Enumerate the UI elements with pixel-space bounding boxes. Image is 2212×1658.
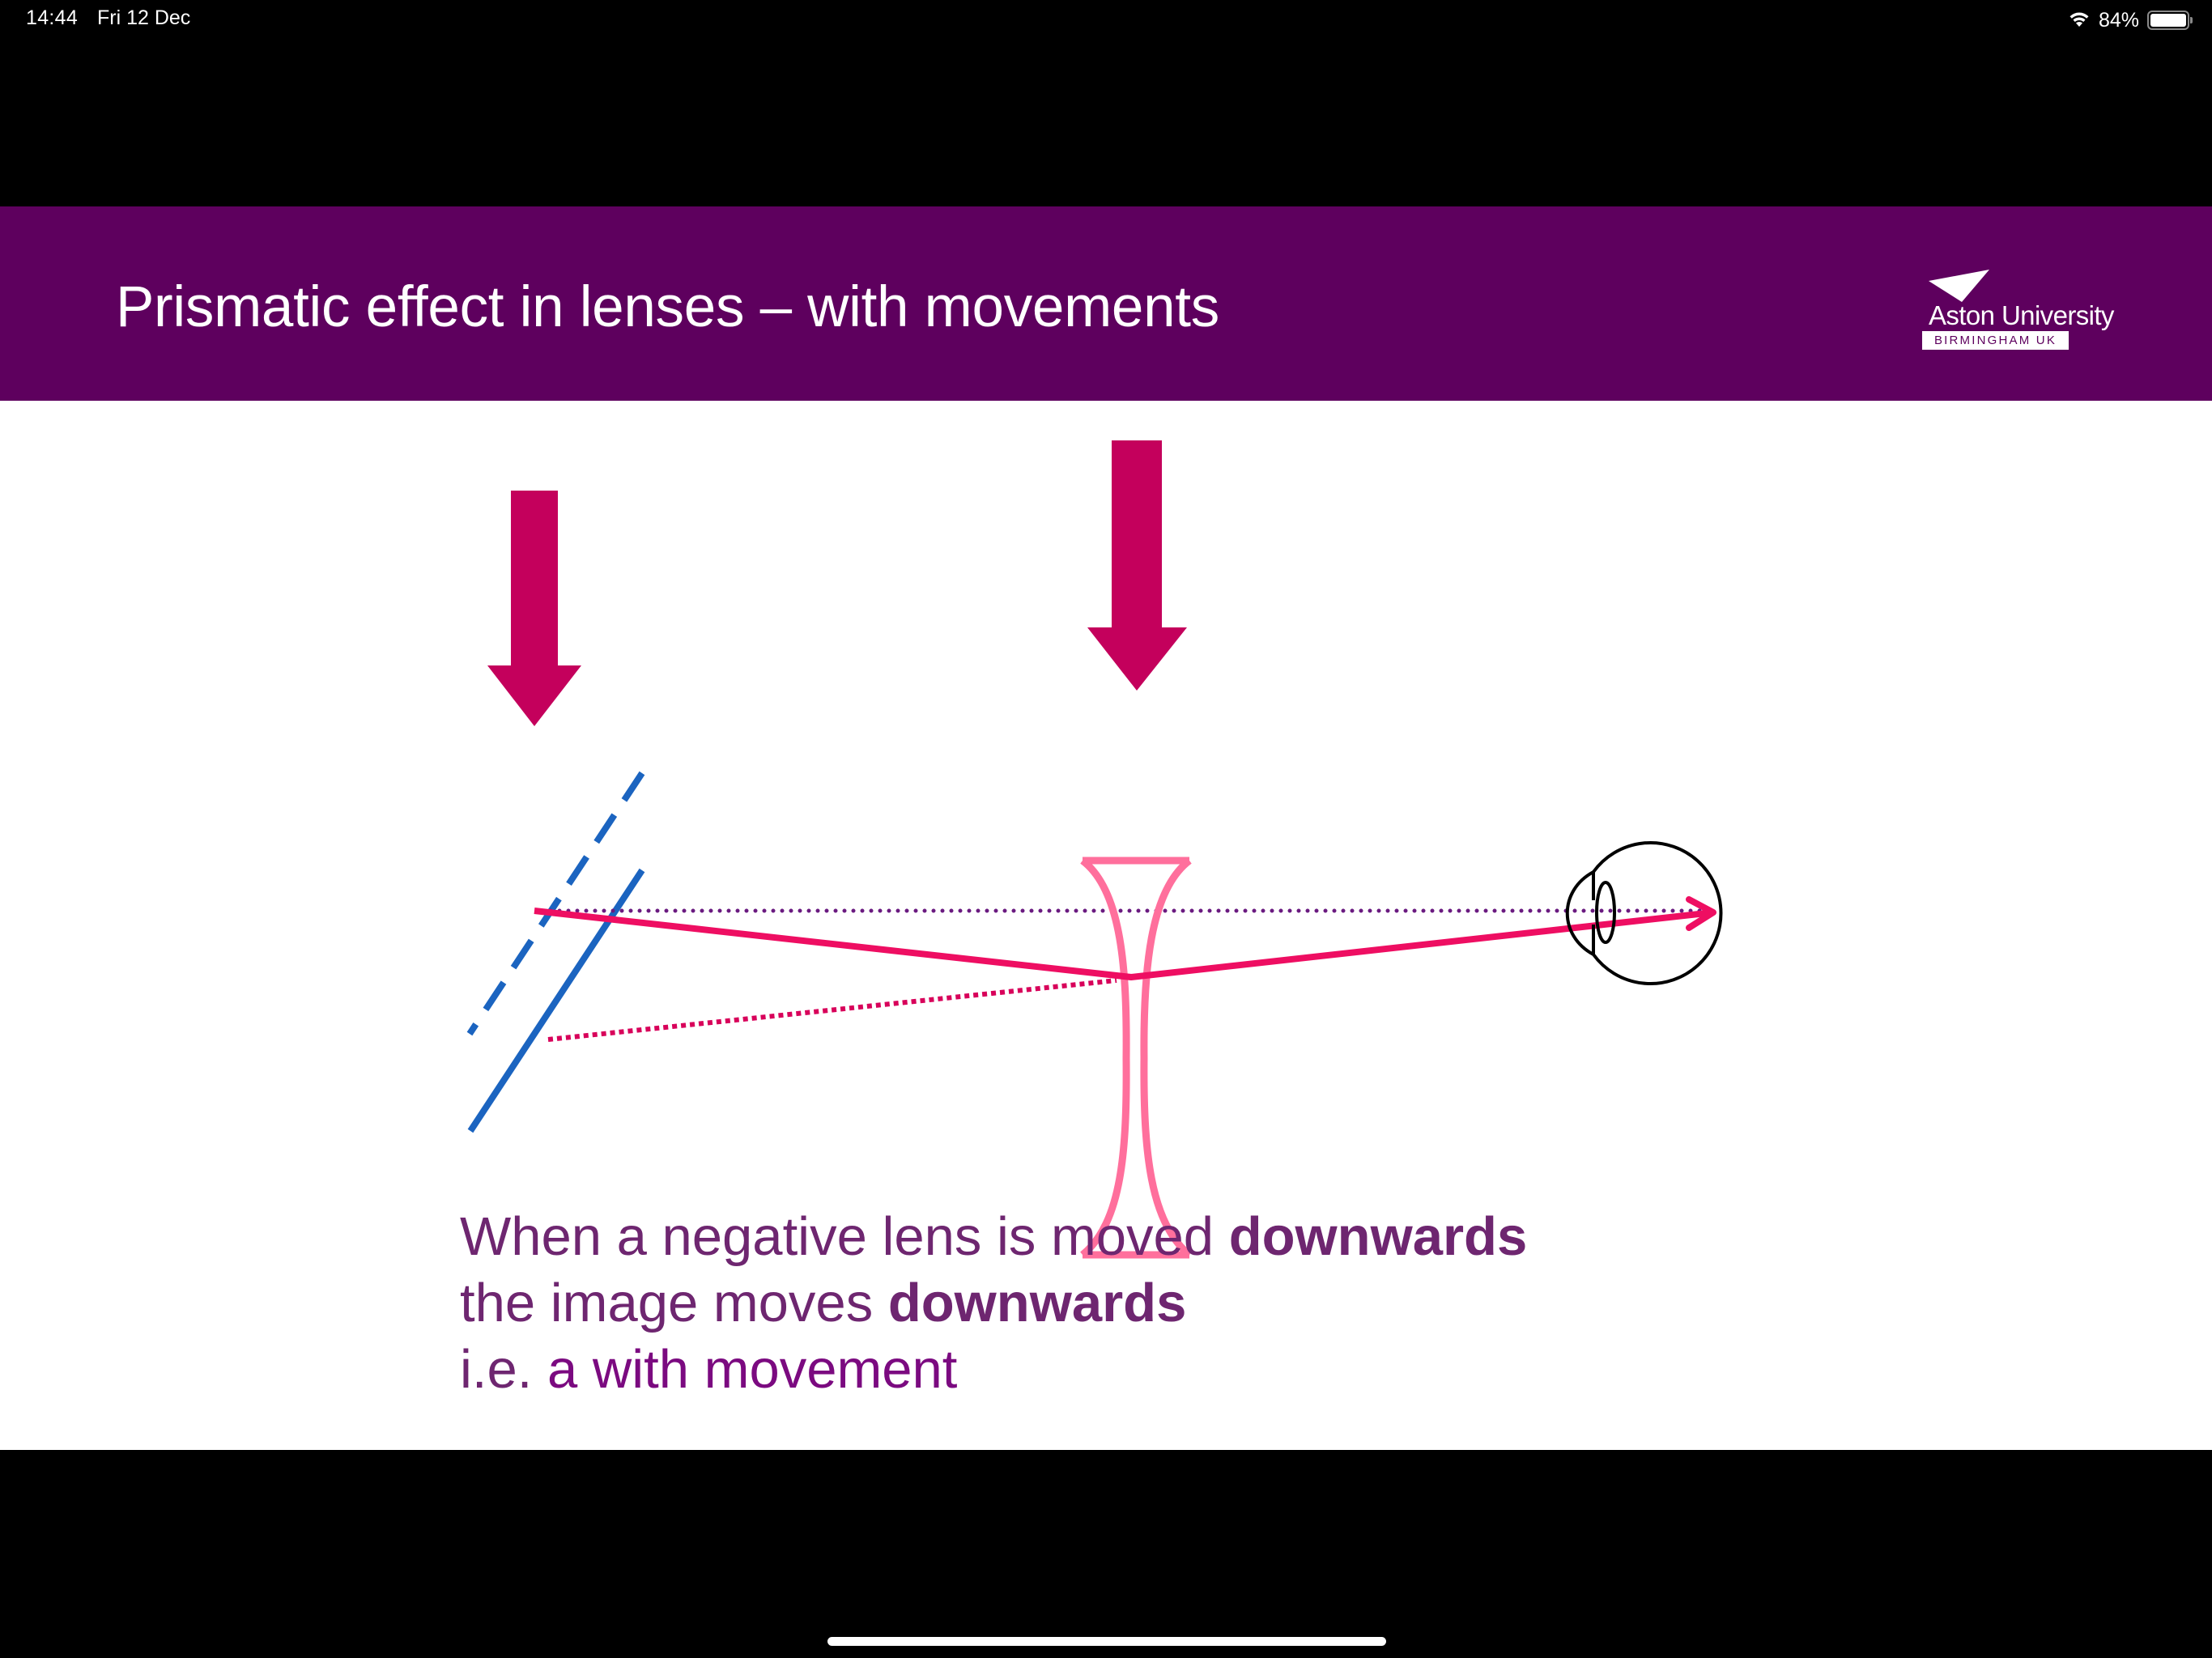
slide-header: Prismatic effect in lenses – with moveme…	[0, 206, 2212, 401]
caption: When a negative lens is moved downwards …	[460, 1204, 1527, 1403]
slide-title: Prismatic effect in lenses – with moveme…	[116, 275, 1219, 339]
logo-name: Aston University	[1929, 300, 2114, 330]
down-arrow-lens-icon	[1087, 440, 1187, 691]
eye-icon	[1565, 841, 1723, 985]
prismatic-effect-diagram	[466, 440, 1723, 1259]
caption-line-3-prefix: i.e.	[460, 1339, 547, 1400]
light-ray	[534, 908, 1714, 980]
ray-arrowhead-icon	[1686, 896, 1716, 931]
battery-icon	[2147, 11, 2193, 30]
home-indicator[interactable]	[827, 1637, 1386, 1646]
battery-percent: 84%	[2098, 8, 2139, 32]
caption-line-1: When a negative lens is moved downwards	[460, 1204, 1527, 1270]
status-bar: 14:44 Fri 12 Dec 84%	[0, 0, 2212, 39]
caption-line-1-text: When a negative lens is moved	[460, 1206, 1229, 1267]
caption-line-3: i.e. a with movement	[460, 1337, 1527, 1403]
caption-line-2: the image moves downwards	[460, 1270, 1527, 1337]
caption-line-1-emphasis: downwards	[1228, 1206, 1528, 1267]
image-line-dashed	[466, 771, 645, 1036]
status-indicators: 84%	[2068, 8, 2193, 32]
wifi-icon	[2068, 10, 2091, 32]
logo-subtitle: BIRMINGHAM UK	[1933, 334, 2057, 347]
negative-lens	[1080, 857, 1192, 1259]
status-date: Fri 12 Dec	[97, 6, 191, 29]
status-time: 14:44	[26, 6, 79, 29]
projected-ray-dotted	[547, 978, 1117, 1042]
logo-triangle-icon	[1929, 270, 1989, 302]
logo-subtitle-box: BIRMINGHAM UK	[1922, 331, 2069, 350]
caption-line-2-text: the image moves	[460, 1273, 888, 1333]
caption-line-2-emphasis: downwards	[887, 1273, 1187, 1333]
slide: Prismatic effect in lenses – with moveme…	[0, 206, 2212, 1450]
caption-line-3-text: a with movement	[547, 1339, 958, 1400]
down-arrow-object-icon	[487, 491, 581, 726]
aston-university-logo: Aston University BIRMINGHAM UK	[1919, 265, 2138, 354]
object-line	[467, 868, 645, 1133]
